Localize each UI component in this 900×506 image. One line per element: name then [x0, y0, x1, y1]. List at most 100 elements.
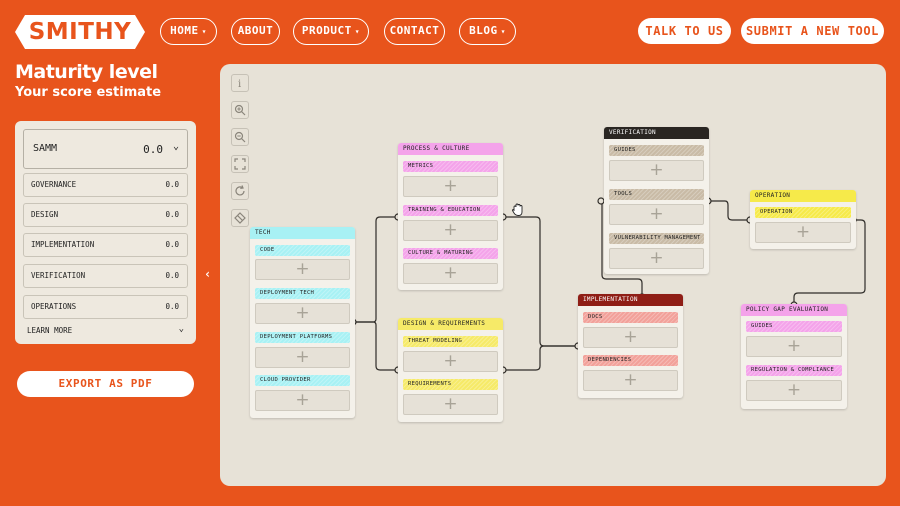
subgroup-label: REGULATION & COMPLIANCE [746, 365, 842, 376]
add-tool-slot[interactable]: + [403, 176, 498, 197]
subgroup-label: METRICS [403, 161, 498, 172]
submit-tool-button[interactable]: SUBMIT A NEW TOOL [741, 18, 884, 44]
metric-verification: VERIFICATION 0.0 [23, 264, 188, 288]
logo-text: SMITHY [28, 19, 132, 45]
metric-value: 0.0 [165, 210, 179, 219]
eraser-icon[interactable] [231, 209, 249, 227]
add-tool-slot[interactable]: + [609, 204, 704, 225]
metric-label: IMPLEMENTATION [31, 240, 95, 249]
zoom-in-icon[interactable] [231, 101, 249, 119]
metric-operations: OPERATIONS 0.0 [23, 295, 188, 319]
reset-icon[interactable] [231, 182, 249, 200]
nav-contact-label: CONTACT [389, 24, 440, 37]
flow-canvas[interactable]: i TECH CODE + DEPLOYMENT TECH + DEPLOYME… [220, 64, 886, 486]
group-header: TECH [250, 227, 355, 239]
add-tool-slot[interactable]: + [609, 160, 704, 181]
plus-icon: + [295, 347, 310, 367]
subgroup-label: DEPENDENCIES [583, 355, 678, 366]
nav-contact[interactable]: CONTACT [384, 18, 445, 45]
smithy-logo[interactable]: SMITHY [15, 15, 145, 49]
plus-icon: + [443, 351, 458, 371]
samm-value: 0.0 [143, 143, 163, 156]
plus-icon: + [295, 303, 310, 323]
metric-value: 0.0 [165, 180, 179, 189]
metric-value: 0.0 [165, 271, 179, 280]
metric-value: 0.0 [165, 302, 179, 311]
subgroup-label: TRAINING & EDUCATION [403, 205, 498, 216]
plus-icon: + [623, 370, 638, 390]
chevron-down-icon[interactable]: ⌄ [178, 324, 184, 334]
group-design-requirements[interactable]: DESIGN & REQUIREMENTS THREAT MODELING + … [398, 318, 503, 422]
nav-product-label: PRODUCT [301, 24, 352, 37]
add-tool-slot[interactable]: + [755, 222, 851, 243]
learn-more-link[interactable]: LEARN MORE [27, 326, 73, 335]
page-title: Maturity level [15, 61, 158, 83]
logo-badge-shape [15, 15, 145, 49]
zoom-out-icon[interactable] [231, 128, 249, 146]
score-card: SAMM 0.0 ⌄ GOVERNANCE 0.0 DESIGN 0.0 IMP… [15, 121, 196, 344]
nav-home-label: HOME [170, 24, 199, 37]
plus-icon: + [295, 390, 310, 410]
samm-label: SAMM [33, 143, 58, 154]
add-tool-slot[interactable]: + [255, 347, 350, 368]
plus-icon: + [623, 327, 638, 347]
subgroup-label: GUIDES [746, 321, 842, 332]
nav-home[interactable]: HOME▾ [160, 18, 217, 45]
samm-select[interactable]: SAMM 0.0 ⌄ [23, 129, 188, 169]
add-tool-slot[interactable]: + [403, 220, 498, 241]
plus-icon: + [443, 394, 458, 414]
subgroup-label: REQUIREMENTS [403, 379, 498, 390]
group-header: DESIGN & REQUIREMENTS [398, 318, 503, 330]
collapse-sidebar-icon[interactable]: ‹ [204, 267, 212, 281]
export-pdf-button[interactable]: EXPORT AS PDF [17, 371, 194, 397]
metric-label: DESIGN [31, 210, 59, 219]
chevron-down-icon: ⌄ [172, 141, 179, 152]
nav-product[interactable]: PRODUCT▾ [293, 18, 369, 45]
add-tool-slot[interactable]: + [746, 336, 842, 357]
add-tool-slot[interactable]: + [403, 351, 498, 372]
subgroup-label: TOOLS [609, 189, 704, 200]
add-tool-slot[interactable]: + [403, 263, 498, 284]
group-tech[interactable]: TECH CODE + DEPLOYMENT TECH + DEPLOYMENT… [250, 227, 355, 418]
subgroup-label: DOCS [583, 312, 678, 323]
chevron-down-icon: ▾ [500, 27, 506, 36]
nav-about[interactable]: ABOUT [231, 18, 280, 45]
fit-view-icon[interactable] [231, 155, 249, 173]
add-tool-slot[interactable]: + [609, 248, 704, 269]
plus-icon: + [649, 204, 664, 224]
group-implementation[interactable]: IMPLEMENTATION DOCS + DEPENDENCIES + [578, 294, 683, 398]
subgroup-label: CLOUD PROVIDER [255, 375, 350, 386]
add-tool-slot[interactable]: + [255, 259, 350, 280]
plus-icon: + [295, 259, 310, 279]
subgroup-label: GUIDES [609, 145, 704, 156]
nav-blog-label: BLOG [469, 24, 498, 37]
add-tool-slot[interactable]: + [583, 327, 678, 348]
add-tool-slot[interactable]: + [746, 380, 842, 401]
plus-icon: + [786, 380, 802, 400]
plus-icon: + [649, 160, 664, 180]
nav-blog[interactable]: BLOG▾ [459, 18, 516, 45]
subgroup-label: VULNERABILITY MANAGEMENT [609, 233, 704, 244]
add-tool-slot[interactable]: + [255, 390, 350, 411]
talk-to-us-button[interactable]: TALK TO US [638, 18, 731, 44]
add-tool-slot[interactable]: + [403, 394, 498, 415]
group-operation[interactable]: OPERATION OPERATION + [750, 190, 856, 249]
group-process-culture[interactable]: PROCESS & CULTURE METRICS + TRAINING & E… [398, 143, 503, 290]
nav-about-label: ABOUT [237, 24, 274, 37]
info-icon[interactable]: i [231, 74, 249, 92]
group-header: VERIFICATION [604, 127, 709, 139]
plus-icon: + [795, 222, 811, 242]
group-verification[interactable]: VERIFICATION GUIDES + TOOLS + VULNERABIL… [604, 127, 709, 274]
group-policy-gap-evaluation[interactable]: POLICY GAP EVALUATION GUIDES + REGULATIO… [741, 304, 847, 409]
add-tool-slot[interactable]: + [583, 370, 678, 391]
subgroup-label: OPERATION [755, 207, 851, 218]
metric-label: OPERATIONS [31, 302, 77, 311]
metric-design: DESIGN 0.0 [23, 203, 188, 227]
subgroup-label: DEPLOYMENT PLATFORMS [255, 332, 350, 343]
group-header: PROCESS & CULTURE [398, 143, 503, 155]
metric-label: VERIFICATION [31, 271, 86, 280]
add-tool-slot[interactable]: + [255, 303, 350, 324]
chevron-down-icon: ▾ [201, 27, 207, 36]
group-header: POLICY GAP EVALUATION [741, 304, 847, 316]
svg-text:i: i [238, 79, 241, 89]
